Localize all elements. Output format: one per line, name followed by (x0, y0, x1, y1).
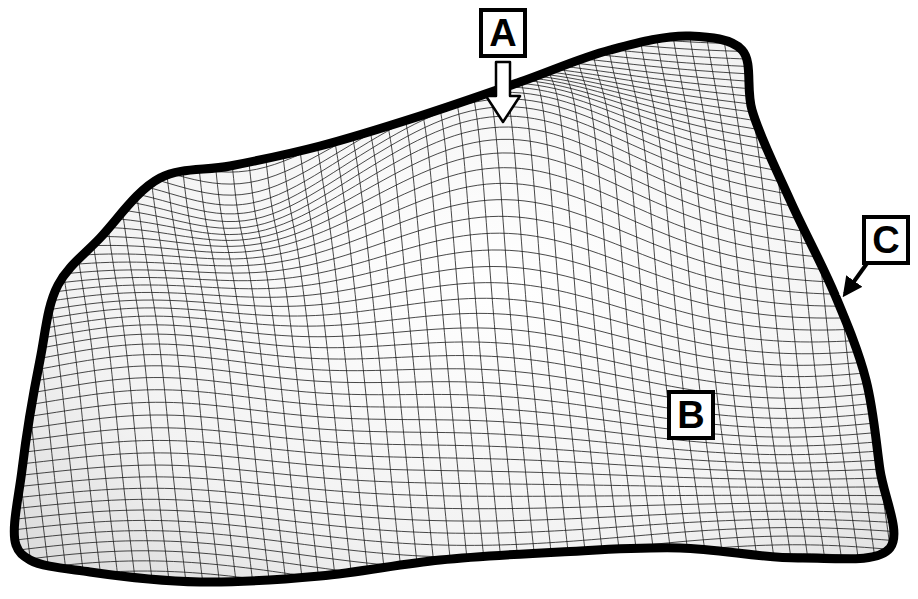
callout-box: B (667, 390, 715, 440)
mesh-line (0, 510, 918, 533)
mesh-line (0, 415, 918, 455)
mesh-line (399, 0, 480, 599)
mesh-line (0, 69, 918, 126)
mesh-line (787, 10, 868, 599)
mesh-line (635, 6, 716, 599)
mesh-line (0, 2, 7, 599)
mesh-line (179, 6, 260, 599)
mesh-line (0, 313, 918, 365)
mesh-line (0, 298, 918, 353)
callout-box: A (479, 8, 527, 58)
mesh-line (0, 453, 918, 479)
mesh-line (0, 325, 918, 377)
surface-outline (14, 36, 894, 582)
mesh-line (314, 0, 395, 599)
mesh-line (0, 465, 918, 487)
mesh-line (0, 58, 918, 94)
mesh-line (0, 47, 918, 71)
mesh-line (0, 216, 918, 294)
callout-letter: A (489, 14, 516, 52)
mesh-line (331, 0, 412, 599)
mesh-line (0, 390, 918, 437)
callout-box: C (862, 215, 910, 265)
callout-letter: B (677, 396, 704, 434)
mesh-line (0, 0, 918, 12)
mesh-line (0, 477, 918, 497)
mesh-line (0, 355, 918, 409)
mesh-line (0, 267, 918, 331)
leader-arrow (845, 262, 868, 294)
mesh-line (27, 11, 108, 599)
mesh-line (0, 378, 918, 428)
mesh-line (0, 0, 918, 20)
mesh-line (0, 250, 918, 318)
mesh-line (0, 366, 918, 419)
mesh-line (838, 6, 918, 599)
mesh-line (263, 0, 344, 599)
leader-arrow (486, 62, 520, 122)
mesh-line (0, 15, 918, 37)
mesh-line (0, 33, 918, 53)
mesh-line (466, 0, 547, 599)
mesh-line (0, 74, 918, 148)
mesh-line (0, 5, 918, 28)
mesh-line (0, 499, 918, 521)
mesh-line (905, 0, 918, 599)
mesh-line (0, 80, 918, 172)
mesh-line (0, 24, 918, 45)
mesh-line (0, 41, 918, 61)
mesh-line (0, 9, 74, 599)
mesh-line (0, 592, 918, 599)
mesh-line (517, 0, 598, 599)
mesh-line (365, 0, 446, 599)
mesh-line (686, 10, 767, 599)
mesh-line (0, 334, 918, 388)
mesh-line (0, 107, 918, 222)
mesh-line (703, 11, 784, 599)
mesh-line (0, 402, 918, 446)
surface-fill (14, 36, 894, 582)
mesh-line (0, 77, 918, 160)
callout-letter: C (872, 221, 899, 259)
mesh-line (0, 283, 918, 342)
mesh-line (0, 53, 918, 83)
mesh-line (0, 581, 918, 599)
mesh-line (753, 11, 834, 599)
mesh-line (0, 440, 918, 471)
mesh-line (297, 0, 378, 599)
mesh-line (196, 4, 277, 599)
mesh-line (0, 488, 918, 508)
mesh-line (0, 344, 918, 398)
leader-arrow-halo (843, 262, 868, 297)
mesh-line (230, 0, 311, 599)
mesh-line (871, 2, 918, 599)
mesh-line (213, 2, 294, 599)
mesh-line (618, 4, 699, 599)
mesh-line (804, 8, 885, 599)
mesh-line (280, 0, 361, 599)
mesh-line (0, 66, 918, 116)
mesh-line (669, 9, 750, 599)
mesh-line (61, 12, 142, 599)
